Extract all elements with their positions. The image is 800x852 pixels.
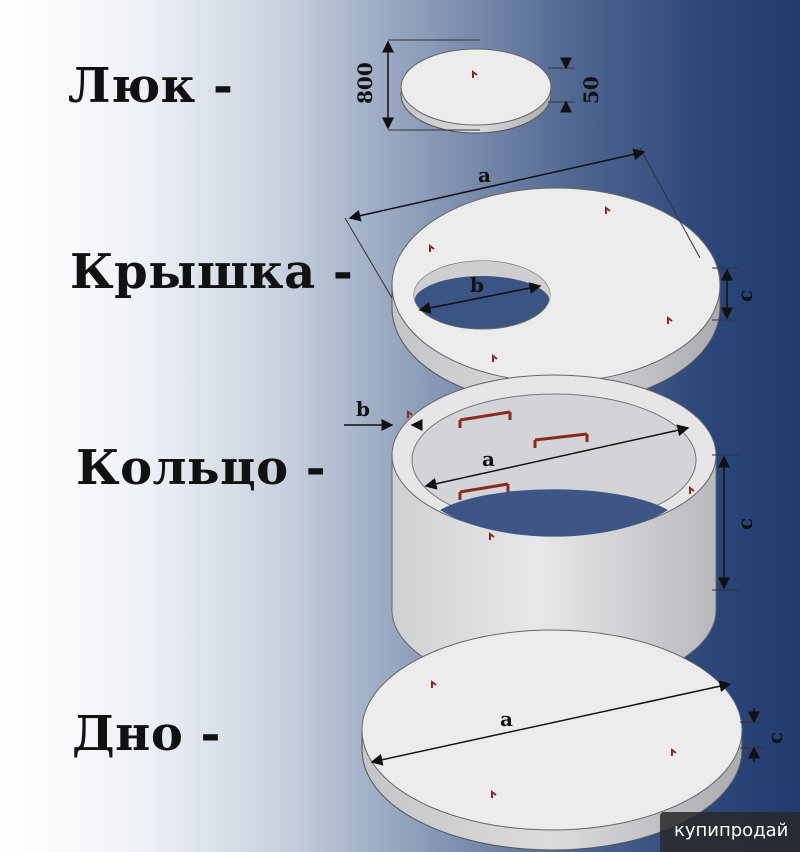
- cover-c-value: c: [733, 290, 757, 302]
- hatch-diameter-value: 800: [353, 62, 377, 104]
- hatch-diameter-dimension: 800: [353, 39, 480, 131]
- ring-b-dimension: b: [344, 397, 423, 431]
- cover-b-dimension: b: [418, 273, 542, 314]
- bottom-label: Дно -: [72, 706, 221, 762]
- ring-c-value: c: [733, 518, 757, 530]
- cover-slab: [391, 187, 721, 406]
- hatch-label: Люк -: [68, 58, 234, 114]
- cover-a-value: a: [478, 163, 491, 187]
- cover-label: Крышка -: [70, 244, 354, 300]
- hatch-disc: [400, 48, 552, 134]
- ring-b-value: b: [356, 397, 370, 421]
- site-watermark: купипродай: [660, 812, 800, 852]
- cover-c-dimension: c: [712, 267, 757, 321]
- ring-a-value: a: [482, 447, 495, 471]
- cover-b-value: b: [470, 273, 484, 297]
- bottom-a-value: a: [500, 707, 513, 731]
- ring-c-dimension: c: [712, 454, 757, 591]
- hatch-thickness-dimension: 50: [548, 57, 603, 113]
- watermark-text: купипродай: [674, 820, 789, 841]
- bottom-c-value: c: [763, 732, 787, 744]
- ring-label: Кольцо -: [76, 440, 327, 496]
- bottom-a-dimension: a: [370, 680, 732, 766]
- cover-a-dimension: a: [344, 147, 701, 299]
- hatch-thickness-value: 50: [579, 76, 603, 104]
- bottom-c-dimension: c: [740, 708, 787, 762]
- ring-a-dimension: a: [424, 424, 690, 490]
